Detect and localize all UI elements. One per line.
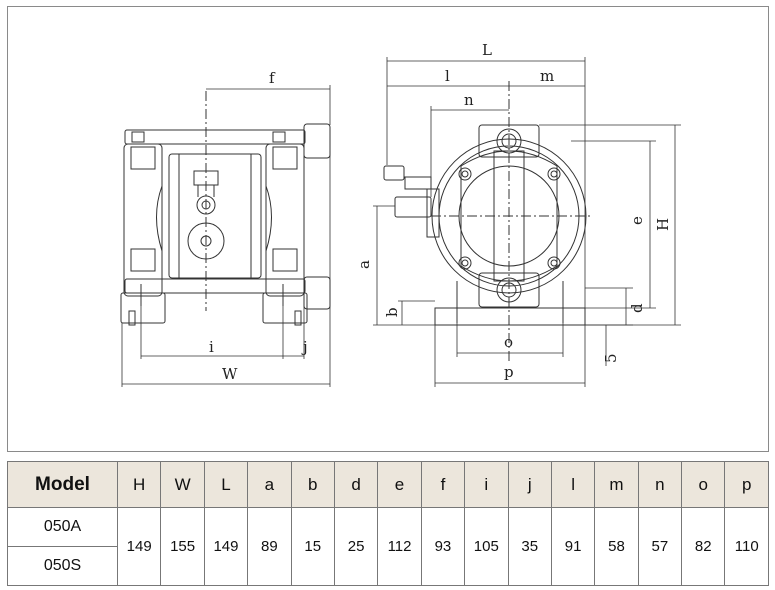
- dim-label-L: L: [482, 41, 492, 59]
- table-cell-e: 112: [377, 507, 422, 586]
- table-header-b: b: [290, 461, 335, 508]
- table-header-j: j: [507, 461, 552, 508]
- table-header-e: e: [377, 461, 422, 508]
- dim-label-n: n: [464, 91, 474, 109]
- table-cell-i: 105: [464, 507, 509, 586]
- dim-label-p: p: [504, 363, 514, 381]
- table-cell-l: 91: [550, 507, 596, 586]
- table-cell-d: 25: [333, 507, 379, 586]
- table-header-model: Model: [7, 461, 118, 508]
- dim-label-d: d: [628, 303, 646, 313]
- table-header-d: d: [333, 461, 379, 508]
- table-header-m: m: [594, 461, 639, 508]
- pump-dimension-drawing: f i j W L l m n a b d e H o p 5: [120, 41, 681, 387]
- dim-label-f: f: [269, 69, 276, 87]
- table-row: 050A 149 155 149 89 15 25 112 93 105 35 …: [7, 507, 769, 586]
- table-header-L: L: [203, 461, 249, 508]
- dim-label-W: W: [222, 365, 238, 383]
- dimension-lines: [122, 57, 681, 387]
- table-cell-f: 93: [420, 507, 466, 586]
- table-cell-model-050S: 050S: [7, 546, 118, 586]
- table-cell-b: 15: [290, 507, 335, 586]
- dim-label-a: a: [355, 260, 373, 269]
- dim-label-o: o: [504, 333, 513, 351]
- table-cell-n: 57: [637, 507, 683, 586]
- table-header-i: i: [464, 461, 509, 508]
- dimension-drawing-frame: f i j W L l m n a b d e H o p 5: [7, 6, 769, 452]
- table-cell-L: 149: [203, 507, 249, 586]
- table-header-row: Model H W L a b d e f i j l m n o p: [7, 461, 769, 508]
- dim-label-e: e: [628, 216, 646, 225]
- table-cell-j: 35: [507, 507, 552, 586]
- table-header-o: o: [681, 461, 726, 508]
- dim-label-j: j: [301, 338, 308, 356]
- dim-label-m: m: [540, 67, 554, 85]
- table-cell-m: 58: [594, 507, 639, 586]
- table-header-W: W: [160, 461, 205, 508]
- table-header-n: n: [637, 461, 683, 508]
- table-header-p: p: [724, 461, 769, 508]
- dimension-labels: f i j W L l m n a b d e H o p 5: [209, 41, 672, 383]
- side-view-pump: [383, 81, 591, 361]
- table-row: 050S: [7, 546, 769, 586]
- dimension-table: Model H W L a b d e f i j l m n o p 050A…: [7, 461, 769, 586]
- table-cell-H: 149: [116, 507, 162, 586]
- table-cell-a: 89: [247, 507, 292, 586]
- table-cell-o: 82: [681, 507, 726, 586]
- table-header-H: H: [116, 461, 162, 508]
- dim-label-l: l: [445, 67, 450, 85]
- dim-label-5: 5: [602, 353, 620, 363]
- table-cell-W: 155: [160, 507, 205, 586]
- table-header-l: l: [550, 461, 596, 508]
- front-view-pump: [120, 91, 331, 387]
- dim-label-H: H: [654, 218, 672, 231]
- table-cell-model-050A: 050A: [7, 507, 118, 547]
- table-header-f: f: [420, 461, 466, 508]
- table-cell-p: 110: [724, 507, 769, 586]
- table-header-a: a: [247, 461, 292, 508]
- dim-label-b: b: [383, 307, 401, 317]
- dim-label-i: i: [209, 338, 214, 356]
